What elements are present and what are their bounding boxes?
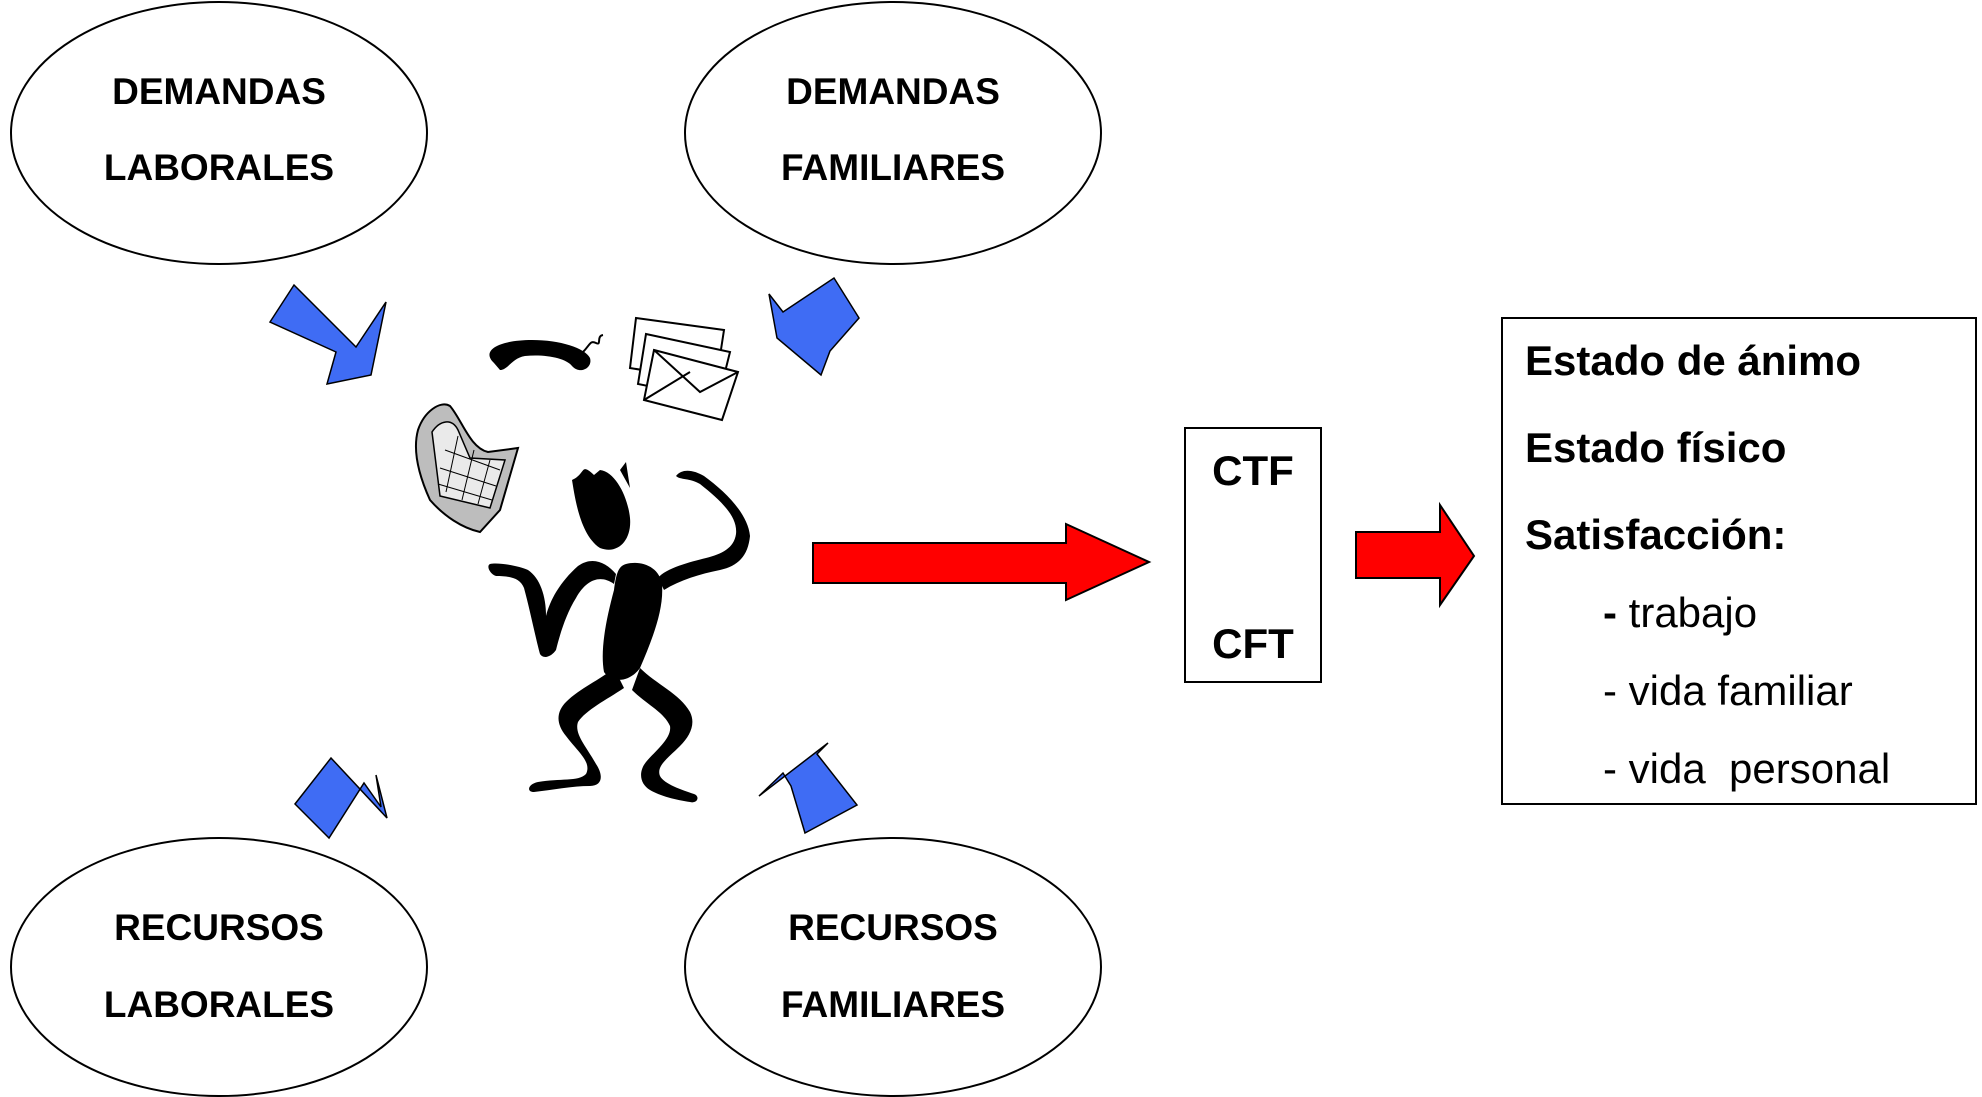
figure-head <box>572 462 631 550</box>
item-dash: - <box>1603 589 1617 636</box>
conflict-label-ctf: CTF <box>1212 447 1294 494</box>
outcome-item-vida-personal: - vida personal <box>1603 745 1891 792</box>
arrow-recursos-laborales <box>294 756 388 840</box>
ellipse-label-line1: DEMANDAS <box>112 71 326 112</box>
ellipse-label-line2: LABORALES <box>104 984 334 1025</box>
outcomes-box: Estado de ánimo Estado físico Satisfacci… <box>1501 317 1977 805</box>
ellipse-label-line1: RECURSOS <box>788 907 998 948</box>
item-text: trabajo <box>1617 589 1758 636</box>
outcome-estado-animo: Estado de ánimo <box>1525 337 1862 384</box>
ellipse-label-line2: LABORALES <box>104 147 334 188</box>
ellipse-demandas-familiares: DEMANDAS FAMILIARES <box>684 1 1102 265</box>
telephone-icon <box>489 340 591 371</box>
arrow-recursos-familiares <box>758 742 859 835</box>
ellipse-label-line2: FAMILIARES <box>781 984 1005 1025</box>
arrow-to-outcomes <box>1355 501 1476 609</box>
outcome-estado-fisico: Estado físico <box>1525 424 1787 471</box>
outcome-item-trabajo: - trabajo <box>1603 589 1757 637</box>
ellipse-label-line2: FAMILIARES <box>781 147 1005 188</box>
envelopes-icon <box>628 316 740 422</box>
arrow-demandas-familiares <box>768 276 860 377</box>
outcome-satisfaccion: Satisfacción: <box>1525 511 1787 558</box>
conflict-box: CTF CFT <box>1184 427 1322 683</box>
ellipse-demandas-laborales: DEMANDAS LABORALES <box>10 1 428 265</box>
arrow-to-conflict <box>812 522 1152 602</box>
ellipse-label-line1: RECURSOS <box>114 907 324 948</box>
ellipse-label-line1: DEMANDAS <box>786 71 1000 112</box>
juggling-figure <box>414 316 750 803</box>
conflict-label-cft: CFT <box>1212 620 1294 667</box>
arrow-demandas-laborales <box>268 283 387 385</box>
outcome-item-vida-familiar: - vida familiar <box>1603 667 1853 714</box>
keyboard-icon <box>414 403 520 534</box>
ellipse-recursos-familiares: RECURSOS FAMILIARES <box>684 837 1102 1097</box>
figure-body <box>602 562 663 680</box>
ellipse-recursos-laborales: RECURSOS LABORALES <box>10 837 428 1097</box>
